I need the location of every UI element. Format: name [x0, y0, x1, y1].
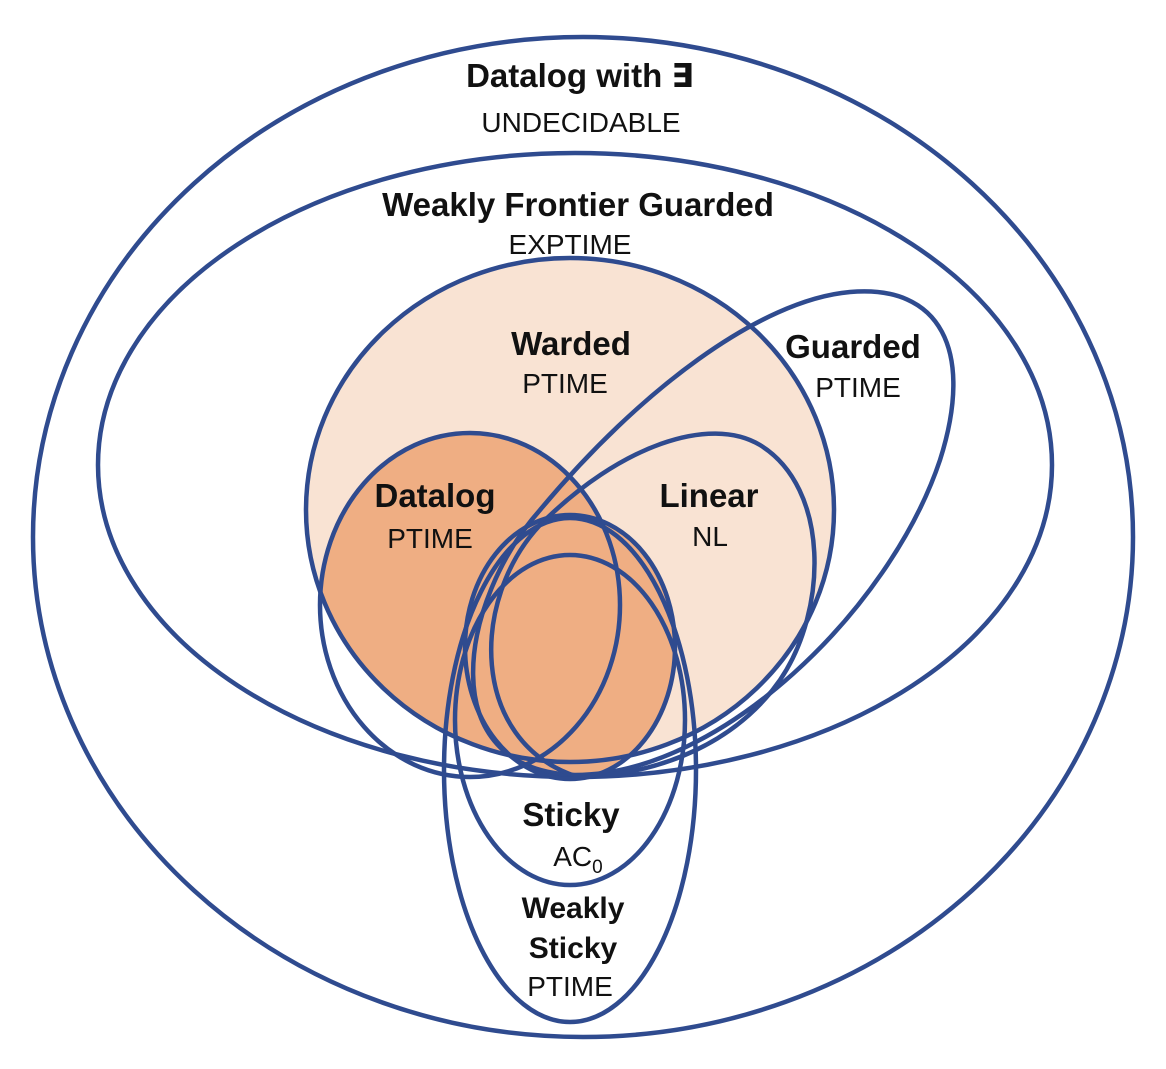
sticky-label: Sticky [522, 796, 620, 833]
datalog-label: Datalog [374, 477, 495, 514]
datalog-exists-label: Datalog with ∃ [466, 57, 694, 94]
sticky-inner-ellipse [462, 512, 678, 782]
weakly-sticky-label-line1: Weakly [522, 892, 625, 925]
linear-label: Linear [659, 477, 758, 514]
guarded-complexity: PTIME [815, 372, 901, 403]
guarded-label: Guarded [785, 328, 921, 365]
weakly-sticky-complexity: PTIME [527, 971, 613, 1002]
sticky-ellipse [452, 552, 688, 888]
datalog-exists-complexity: UNDECIDABLE [481, 107, 680, 138]
weakly-sticky-ellipse [441, 515, 699, 1025]
weakly-frontier-guarded-complexity: EXPTIME [509, 229, 632, 260]
sticky-core-fill [465, 515, 675, 779]
sticky-complexity: AC0 [553, 841, 602, 878]
datalog-ellipse [317, 430, 623, 780]
warded-ellipse [303, 255, 837, 765]
warded-complexity: PTIME [522, 368, 608, 399]
warded-label: Warded [511, 325, 631, 362]
weakly-frontier-guarded-label: Weakly Frontier Guarded [382, 186, 774, 223]
datalog-complexity: PTIME [387, 523, 473, 554]
sticky-complexity-subscript: 0 [592, 857, 603, 878]
datalog-exists-ellipse [30, 34, 1136, 1040]
sticky-complexity-base: AC [553, 841, 592, 872]
weakly-sticky-label-line2: Sticky [529, 932, 618, 965]
linear-region-outline [489, 431, 817, 779]
linear-complexity: NL [692, 521, 728, 552]
